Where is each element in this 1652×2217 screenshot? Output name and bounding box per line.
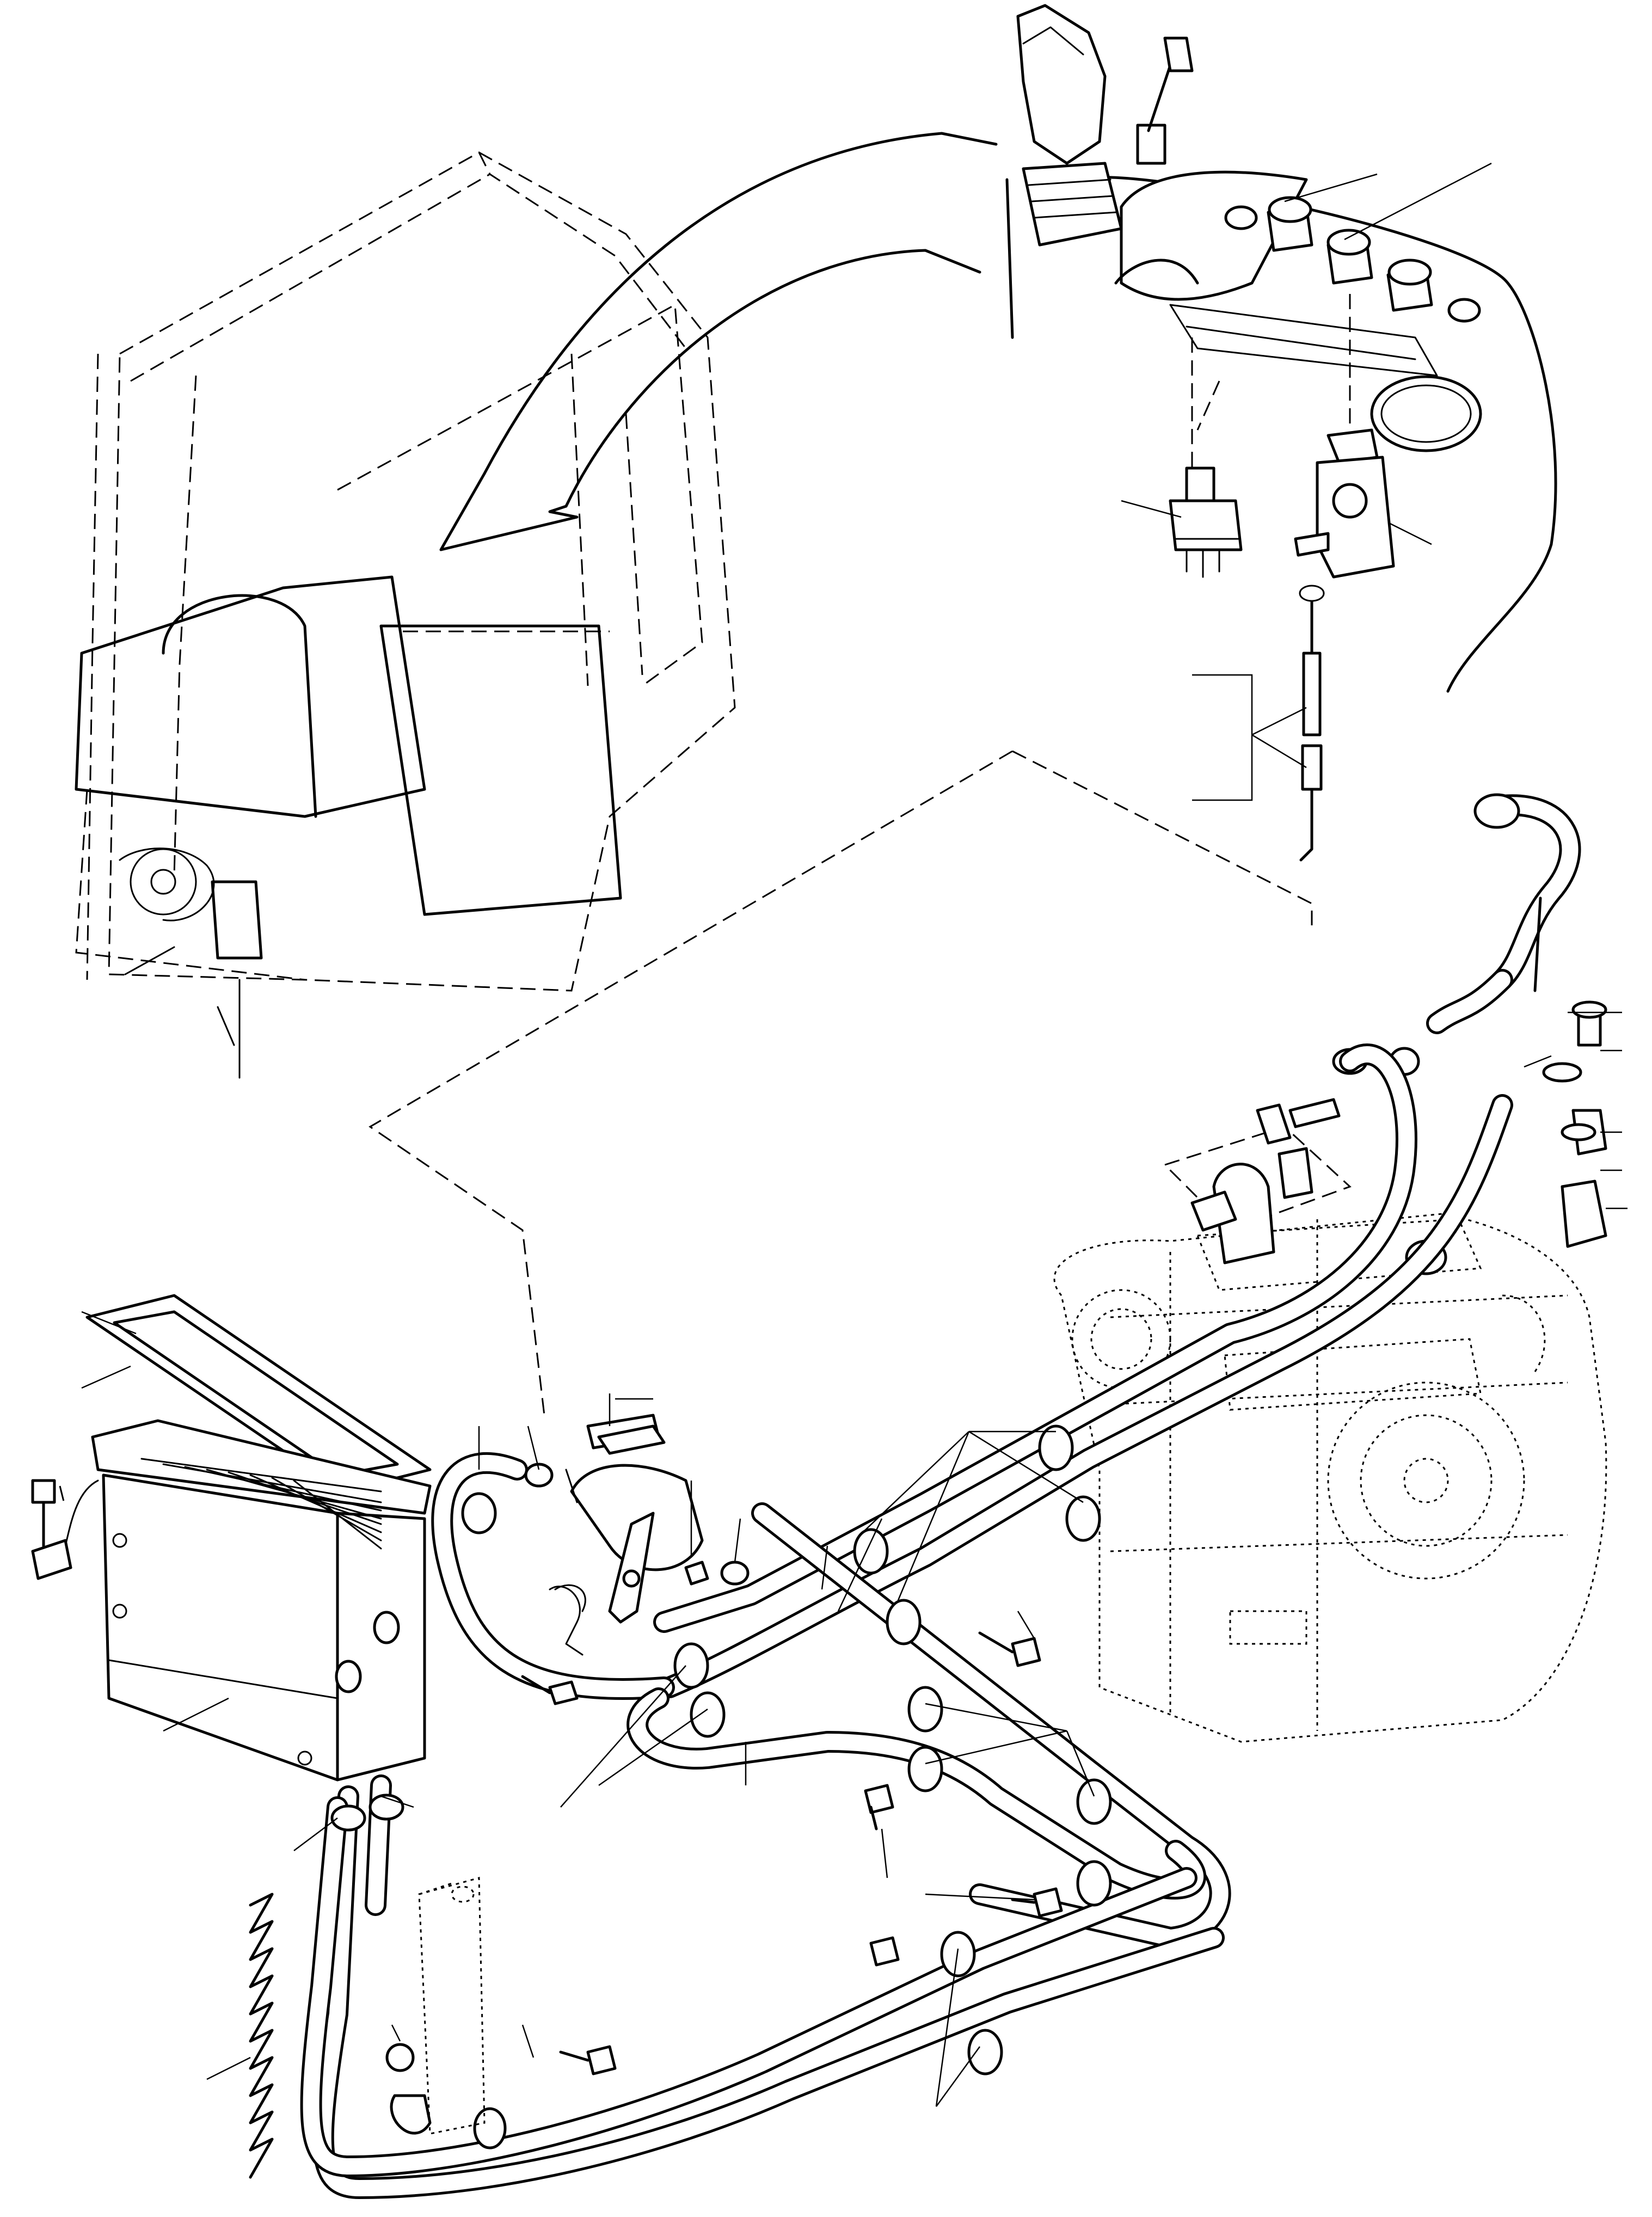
hose-bracket: [385, 1877, 535, 2135]
joystick-lever: [1016, 4, 1194, 247]
console-switch-2: [1326, 229, 1373, 285]
loose-parts: [554, 1424, 666, 1612]
bolts: [31, 1479, 1063, 2075]
throttle-sensor: [1294, 428, 1395, 579]
console-switch-3: [1386, 259, 1433, 312]
reference-arrow: [439, 132, 998, 551]
push-switch: [1169, 466, 1243, 578]
heater-unit: [31, 1294, 432, 1832]
console-switch-1: [1267, 196, 1313, 252]
spring-clips: [206, 1893, 274, 2179]
radiator-hose: [1426, 793, 1607, 1248]
control-console: [1005, 170, 1557, 693]
throttle-cable: [1192, 585, 1325, 862]
hose-clamps: [461, 1424, 1112, 2150]
heater-hoses: [300, 1043, 1513, 2199]
cab-outline: [75, 151, 736, 1079]
